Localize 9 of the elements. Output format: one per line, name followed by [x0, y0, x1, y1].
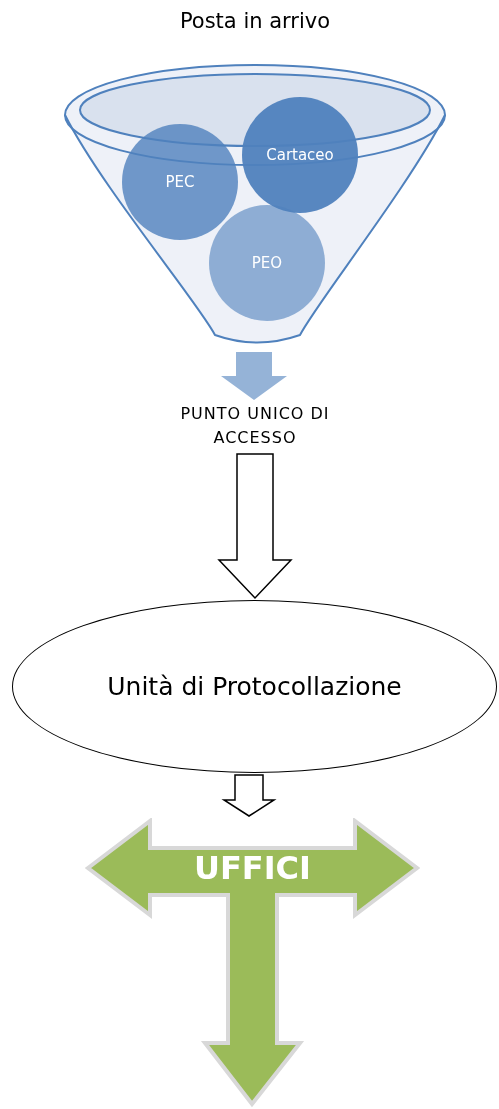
circle: PEO	[209, 205, 325, 321]
ellipse: Unità di Protocollazione	[12, 600, 497, 773]
three-way-arrow	[85, 818, 420, 1108]
funnel-heading: Posta in arrivo	[178, 9, 332, 33]
text-label: PUNTO UNICO DI ACCESSO	[140, 402, 370, 452]
arrow-label: UFFICI	[193, 848, 312, 889]
hollow-block-arrow	[217, 453, 293, 600]
hollow-block-arrow	[221, 774, 277, 817]
block-arrow	[221, 352, 287, 400]
